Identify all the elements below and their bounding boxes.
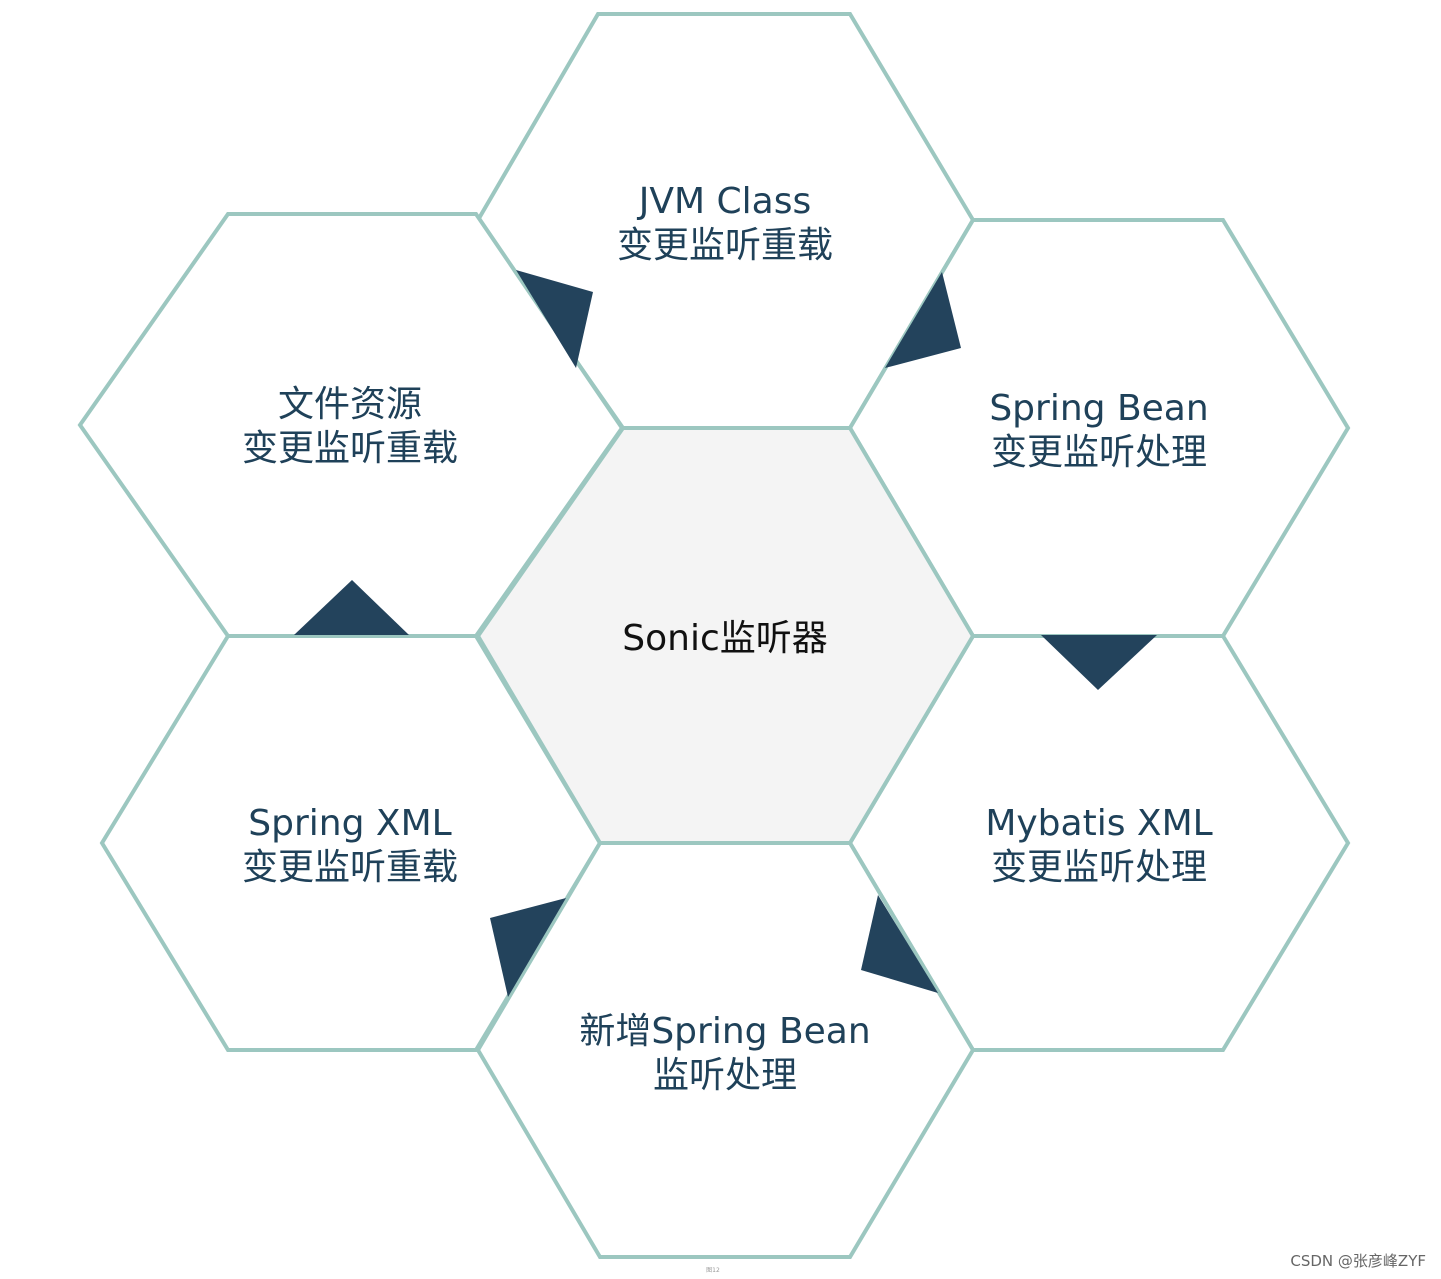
arrow-file-to-jvm xyxy=(516,270,593,368)
arrow-new-bean-to-spring-xml xyxy=(490,898,566,997)
arrow-mybatis-to-new-bean xyxy=(861,895,938,993)
hex-spring-xml-label-line2: 变更监听重载 xyxy=(242,847,458,888)
csdn-watermark: CSDN @张彦峰ZYF xyxy=(1290,1252,1426,1270)
hex-jvm-class-label-line1: JVM Class xyxy=(637,181,811,222)
hex-spring-bean-label-line2: 变更监听处理 xyxy=(991,432,1207,473)
hex-mybatis-xml-label-line2: 变更监听处理 xyxy=(991,847,1207,888)
hex-new-spring-bean-label-line2: 监听处理 xyxy=(653,1055,797,1096)
hex-mybatis-xml-label-line1: Mybatis XML xyxy=(985,803,1212,844)
arrow-spring-xml-to-file xyxy=(294,580,409,635)
hex-spring-xml-label-line1: Spring XML xyxy=(248,803,451,844)
arrow-jvm-to-spring-bean xyxy=(885,272,961,368)
hex-spring-bean-label-line1: Spring Bean xyxy=(989,388,1208,429)
hex-sonic-listener-label: Sonic监听器 xyxy=(622,618,828,659)
hex-file-resource-label-line2: 变更监听重载 xyxy=(242,428,458,469)
arrow-spring-bean-to-mybatis xyxy=(1041,635,1157,690)
hex-new-spring-bean-label-line1: 新增Spring Bean xyxy=(579,1011,870,1052)
diagram-caption: 图12 xyxy=(706,1267,720,1274)
hex-jvm-class-label-line2: 变更监听重载 xyxy=(617,225,833,266)
hex-file-resource-label-line1: 文件资源 xyxy=(278,384,422,425)
hex-sonic-listener xyxy=(475,426,976,845)
